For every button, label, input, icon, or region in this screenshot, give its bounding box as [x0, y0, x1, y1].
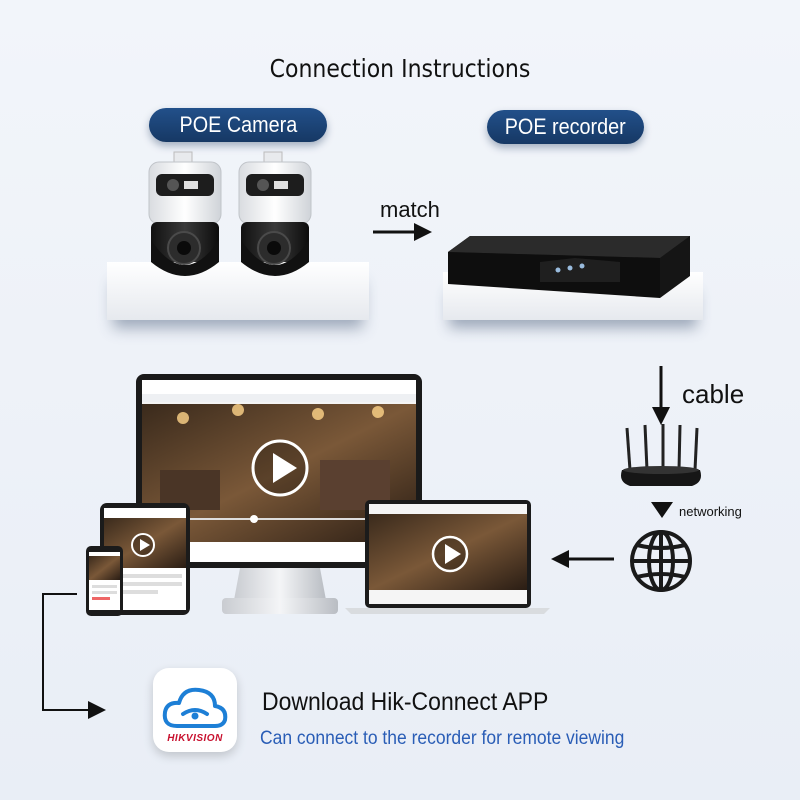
match-arrow: [373, 223, 432, 241]
nvr-icon: [448, 236, 690, 298]
recorder-label-pill: POE recorder: [487, 110, 644, 144]
to-laptop-arrow: [551, 550, 614, 568]
networking-label: networking: [679, 504, 742, 519]
cable-arrow: [652, 366, 670, 425]
cable-label: cable: [682, 379, 745, 409]
app-brand-label: HIKVISION: [167, 733, 223, 744]
page-title: Connection Instructions: [269, 54, 531, 83]
phone-icon: [86, 546, 123, 616]
poe-camera-icon: [148, 151, 222, 276]
globe-icon: [630, 530, 692, 592]
networking-arrow: [651, 502, 673, 518]
camera-label: POE Camera: [179, 112, 297, 137]
poe-camera-icon: [238, 151, 312, 276]
laptop-icon: [345, 500, 550, 614]
app-download-subtitle: Can connect to the recorder for remote v…: [260, 728, 625, 749]
camera-label-pill: POE Camera: [149, 108, 327, 142]
cloud-app-icon[interactable]: HIKVISION: [153, 668, 237, 752]
to-app-arrow: [42, 593, 106, 719]
app-download-title: Download Hik-Connect APP: [262, 688, 549, 716]
router-icon: [621, 424, 701, 486]
camera-shelf: [107, 262, 369, 320]
recorder-label: POE recorder: [504, 114, 627, 139]
match-label: match: [380, 197, 440, 222]
cloud-icon: [162, 687, 228, 728]
